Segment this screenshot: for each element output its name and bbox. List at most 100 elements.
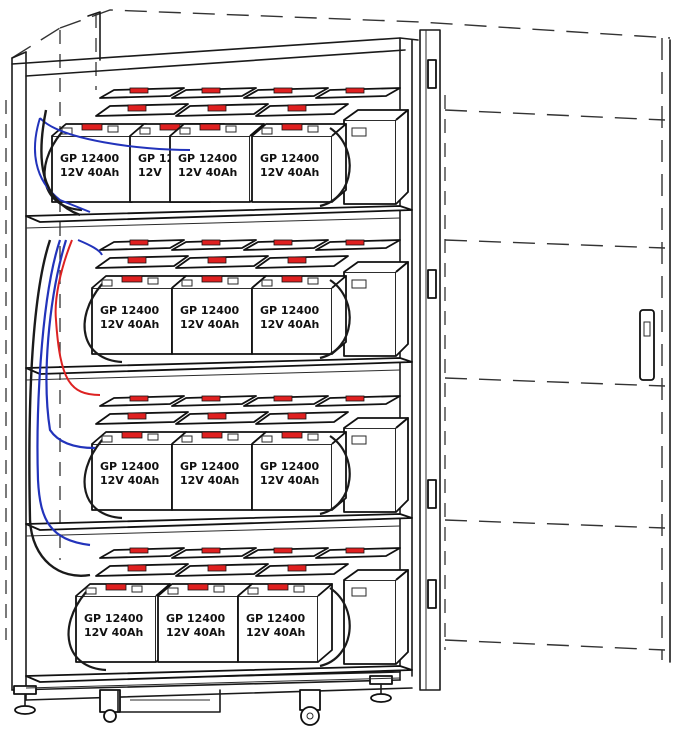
battery-model-label: GP 12400 <box>84 612 144 625</box>
side-battery <box>343 271 397 357</box>
black-cable <box>83 439 123 520</box>
battery-rating-label: 12V 40Ah <box>260 474 319 487</box>
side-battery <box>343 579 397 665</box>
terminal-icon <box>187 583 209 591</box>
terminal-icon <box>201 395 221 402</box>
terminal-icon <box>129 239 149 246</box>
terminal-icon <box>207 256 227 264</box>
caster-icon <box>369 675 393 703</box>
black-cable <box>28 239 91 577</box>
terminal-icon <box>273 395 293 402</box>
battery-rating-label: 12V 40Ah <box>260 166 319 179</box>
terminal-icon <box>129 547 149 554</box>
battery-model-label: GP 12 <box>138 152 174 165</box>
terminal-icon <box>129 87 149 94</box>
battery-model-label: GP 12400 <box>180 460 240 473</box>
red-cable <box>54 239 101 396</box>
battery-rating-label: 12V 40Ah <box>180 474 239 487</box>
battery-model-label: GP 12400 <box>166 612 226 625</box>
caster-icon <box>13 685 37 715</box>
caster-icon <box>299 689 321 726</box>
battery-model-label: GP 12400 <box>178 152 238 165</box>
terminal-icon <box>201 87 221 94</box>
battery-rating-label: 12V 40Ah <box>178 166 237 179</box>
battery-model-label: GP 12400 <box>180 304 240 317</box>
terminal-icon <box>207 104 227 112</box>
black-cable <box>83 283 123 364</box>
battery-model-label: GP 12400 <box>246 612 306 625</box>
door-handle-icon <box>639 309 655 381</box>
terminal-icon <box>207 564 227 572</box>
terminal-icon <box>287 104 307 112</box>
cabinet-frame <box>5 9 671 726</box>
battery-rating-label: 12V 40Ah <box>180 318 239 331</box>
blue-cable <box>39 117 191 151</box>
blue-cable <box>33 117 91 213</box>
shelf-plate <box>25 357 413 375</box>
side-battery <box>343 119 397 205</box>
terminal-icon <box>287 256 307 264</box>
shelf-plate <box>25 513 413 531</box>
terminal-icon <box>281 123 303 131</box>
terminal-icon <box>81 123 103 131</box>
battery-rating-label: 12V 40Ah <box>260 318 319 331</box>
terminal-icon <box>273 87 293 94</box>
terminal-icon <box>267 583 289 591</box>
terminal-icon <box>273 239 293 246</box>
battery-model-label: GP 12400 <box>260 460 320 473</box>
terminal-icon <box>129 395 149 402</box>
shelf-plate <box>25 665 413 683</box>
black-cable <box>40 109 81 217</box>
battery-model-label: GP 12400 <box>60 152 120 165</box>
terminal-icon <box>121 275 143 283</box>
terminal-icon <box>345 87 365 94</box>
terminal-icon <box>201 431 223 439</box>
battery-rating-label: 12V 40Ah <box>100 474 159 487</box>
terminal-icon <box>201 547 221 554</box>
black-cable <box>319 435 351 516</box>
battery-rating-label: 12V 40Ah <box>100 318 159 331</box>
terminal-icon <box>199 123 221 131</box>
blue-cable <box>36 239 91 547</box>
terminal-icon <box>201 239 221 246</box>
terminal-icon <box>345 239 365 246</box>
black-cable <box>319 587 351 668</box>
battery-rating-label: 12V <box>138 166 162 179</box>
terminal-icon <box>287 412 307 420</box>
terminal-icon <box>345 395 365 402</box>
battery-rating-label: 12V 40Ah <box>84 626 143 639</box>
battery-rating-label: 12V 40Ah <box>166 626 225 639</box>
black-cable <box>67 591 107 672</box>
terminal-icon <box>121 431 143 439</box>
battery-model-label: GP 12400 <box>100 304 160 317</box>
blue-cable <box>77 239 103 256</box>
terminal-icon <box>207 412 227 420</box>
black-cable <box>319 279 351 360</box>
caster-icon <box>99 689 121 723</box>
battery-rating-label: 12V 40Ah <box>60 166 119 179</box>
blue-cable <box>45 239 96 450</box>
terminal-icon <box>273 547 293 554</box>
terminal-icon <box>345 547 365 554</box>
wiring <box>28 109 191 577</box>
battery-model-label: GP 12400 <box>100 460 160 473</box>
battery-rating-label: 12V 40Ah <box>246 626 305 639</box>
terminal-icon <box>127 104 147 112</box>
terminal-icon <box>105 583 127 591</box>
terminal-icon <box>281 431 303 439</box>
black-cable <box>319 127 351 208</box>
